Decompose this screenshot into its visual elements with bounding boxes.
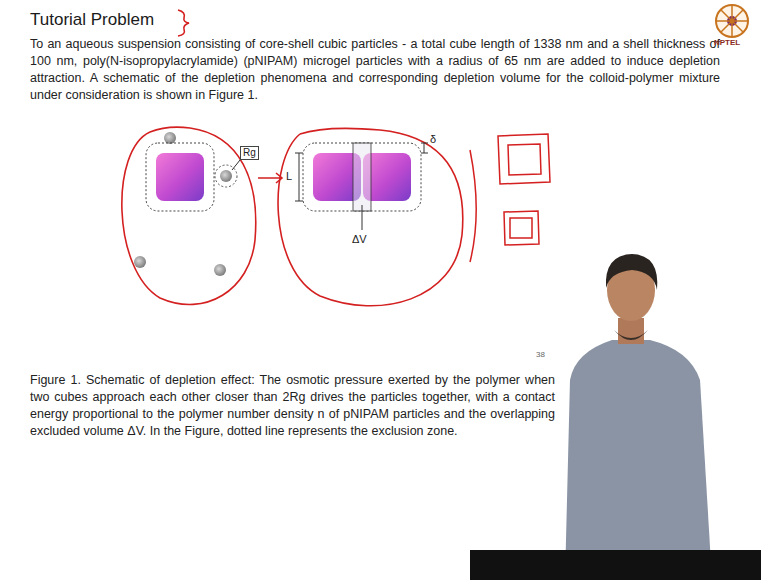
logo-text: NPTEL [714,38,740,49]
logo-spokes [717,6,747,36]
problem-text: To an aqueous suspension consisting of c… [30,36,720,104]
nptel-logo [716,5,748,37]
length-dimension [295,153,303,201]
annotation-stroke [470,150,476,262]
polymer-particle [214,264,226,276]
annotation-loop [278,128,463,305]
overlap-volume [353,143,371,211]
annotation-brace [178,10,189,36]
figure-caption: Figure 1. Schematic of depletion effect:… [30,372,555,440]
page-number: 38 [536,350,545,361]
exclusion-zone [303,143,421,211]
radius-label: Rg [240,146,259,160]
podium [470,550,761,580]
core-shell-cube [156,153,204,201]
polymer-particles [134,132,240,276]
presenter-shirt [565,340,712,580]
exclusion-zone [146,143,214,211]
annotation-sketch [504,211,539,245]
polymer-particle [134,256,146,268]
polymer-particle [220,170,232,182]
shell-dimension [421,143,428,153]
overlap-leader [362,205,363,230]
radius-leader [232,160,240,170]
overlap-label: ΔV [352,232,367,247]
annotation-arrow [258,173,282,183]
length-label: L [286,169,292,184]
presenter-neck [618,318,644,344]
polymer-particle [164,132,176,144]
annotation-sketch [498,134,550,184]
presenter-hair [606,254,657,290]
logo-ring [716,5,748,37]
annotation-loop [122,127,256,304]
shell-label: δ [430,132,436,147]
presenter-beard [614,330,648,340]
slide-title: Tutorial Problem [30,8,154,31]
